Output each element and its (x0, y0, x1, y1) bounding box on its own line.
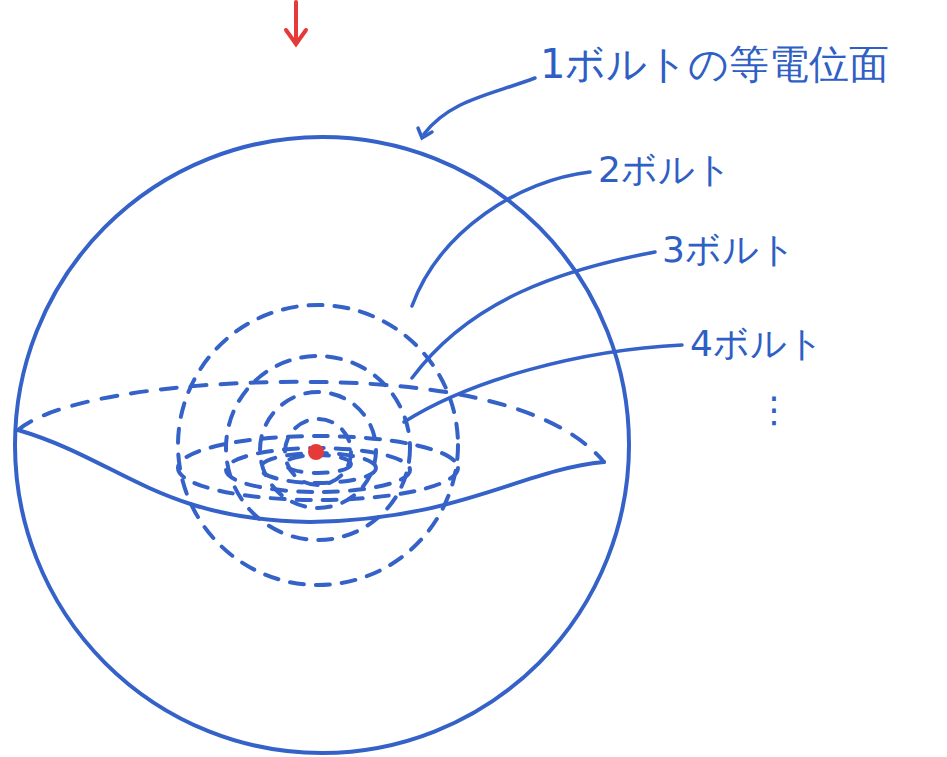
point-charge (308, 444, 324, 460)
equator-front (18, 430, 604, 522)
outer-sphere (15, 137, 629, 753)
leader-lines (404, 78, 682, 422)
inner-spheres (178, 305, 458, 585)
continuation-dots: ⋮ (756, 390, 792, 430)
surface-label: 1ボルトの等電位面 (540, 42, 889, 86)
voltage-label: 3ボルト (662, 230, 796, 270)
voltage-label: 2ボルト (598, 150, 732, 190)
field-arrow (286, 2, 306, 44)
voltage-label: 4ボルト (690, 324, 824, 364)
